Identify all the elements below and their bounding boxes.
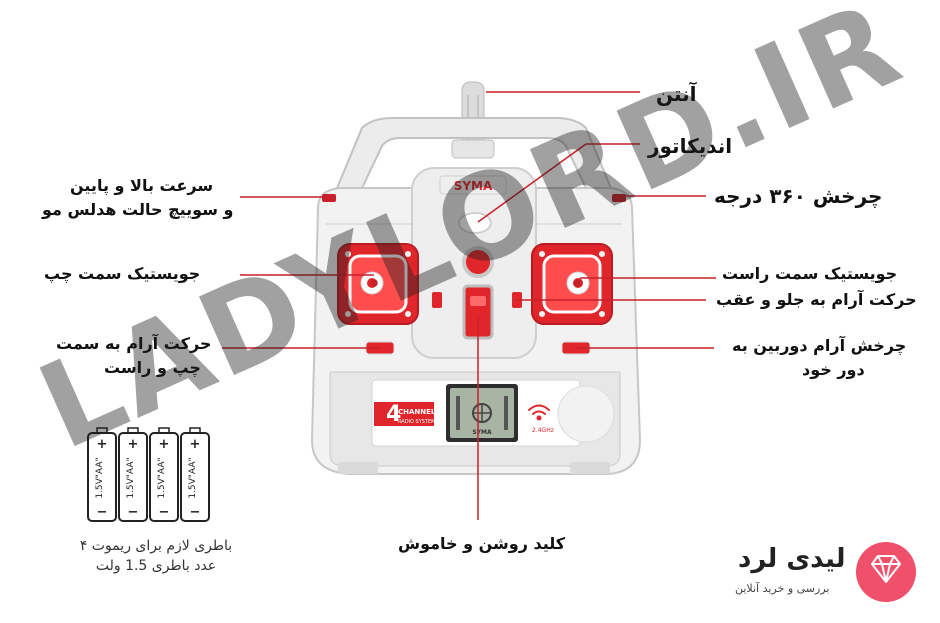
battery-note-line2: عدد باطری 1.5 ولت	[58, 556, 254, 576]
left-vertical-trim	[432, 292, 442, 308]
label-antenna: آنتن	[656, 82, 697, 106]
label-left-trim-line1: حرکت آرام به سمت	[56, 332, 211, 356]
right-shoulder-button	[612, 194, 626, 202]
battery-label: 1.5V"AA"	[157, 457, 167, 498]
battery-label: 1.5V"AA"	[126, 457, 136, 498]
battery-label: 1.5V"AA"	[95, 457, 105, 498]
battery: + − 1.5V"AA"	[181, 428, 209, 521]
brand-tagline: بررسی و خرید آنلاین	[735, 582, 829, 595]
left-joystick	[338, 244, 418, 324]
svg-text:RADIO SYSTEM: RADIO SYSTEM	[398, 419, 435, 425]
battery: + − 1.5V"AA"	[88, 428, 116, 521]
battery: + − 1.5V"AA"	[119, 428, 147, 521]
label-left-trim-line2: چپ و راست	[104, 356, 201, 380]
label-fwd-back: حرکت آرام به جلو و عقب	[716, 288, 917, 312]
svg-text:SYMA: SYMA	[472, 429, 492, 436]
battery-minus-sign: −	[190, 505, 201, 520]
battery-plus-sign: +	[97, 437, 108, 452]
label-left-stick: جویستیک سمت چپ	[44, 262, 200, 286]
label-speed-line2: و سوییچ حالت هدلس مو	[42, 198, 233, 222]
panel-round-cap	[558, 386, 614, 442]
battery-note-line1: باطری لازم برای ریموت ۴	[58, 536, 254, 556]
front-panel: 4 CHANNEL RADIO SYSTEM SYMA 2.4GHz	[372, 380, 614, 446]
svg-text:CHANNEL: CHANNEL	[398, 408, 436, 416]
brand-plate-text: SYMA	[454, 179, 493, 193]
battery-plus-sign: +	[190, 437, 201, 452]
brand-name: لیدی لرد	[738, 544, 846, 574]
svg-text:2.4GHz: 2.4GHz	[532, 427, 554, 434]
battery-note: باطری لازم برای ریموت ۴ عدد باطری 1.5 ول…	[58, 536, 254, 576]
battery-label: 1.5V"AA"	[188, 457, 198, 498]
battery-group: + − 1.5V"AA" + − 1.5V"AA" + − 1.5V"AA" + − 1.5V"AA"	[88, 428, 209, 521]
battery-minus-sign: −	[159, 505, 170, 520]
center-round-button	[464, 248, 492, 276]
battery-minus-sign: −	[128, 505, 139, 520]
label-speed-line1: سرعت بالا و پایین	[70, 174, 213, 198]
battery: + − 1.5V"AA"	[150, 428, 178, 521]
left-shoulder-button	[322, 194, 336, 202]
label-power: کلید روشن و خاموش	[398, 532, 565, 556]
label-right-stick: جویستیک سمت راست	[722, 262, 897, 286]
label-cam-rot-line2: دور خود	[802, 358, 865, 382]
battery-minus-sign: −	[97, 505, 108, 520]
label-indicator: اندیکاتور	[648, 134, 732, 158]
label-cam-rot-line1: چرخش آرام دوربین به	[732, 334, 906, 358]
right-joystick	[532, 244, 612, 324]
battery-plus-sign: +	[128, 437, 139, 452]
brand-logo	[856, 542, 916, 602]
label-rotation: چرخش ۳۶۰ درجه	[714, 184, 882, 208]
battery-plus-sign: +	[159, 437, 170, 452]
